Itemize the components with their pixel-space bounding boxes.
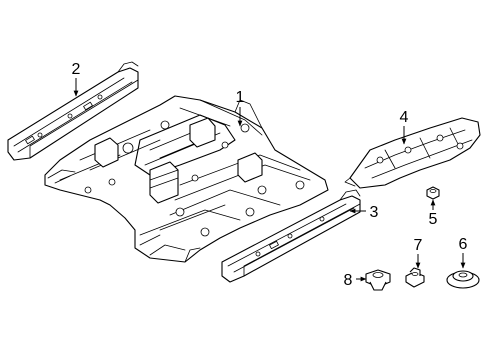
callout-6: 6 [459,236,468,269]
part-2-side-rail [7,61,139,161]
callout-8: 8 [344,272,367,289]
callout-4-label: 4 [400,109,409,126]
part-8-weld-nut [365,269,391,291]
callout-1-label: 1 [236,89,245,106]
callout-8-label: 8 [344,272,353,289]
callout-6-label: 6 [459,236,468,253]
callout-5: 5 [429,199,438,228]
callout-5-label: 5 [429,211,438,228]
callout-7: 7 [414,237,423,269]
part-1-floor-pan [44,95,329,263]
callout-7-label: 7 [414,237,423,254]
part-4-rear-floor [344,117,481,189]
part-6-grommet [446,270,480,289]
callout-2: 2 [72,61,81,97]
callout-1: 1 [236,89,245,127]
part-7-clip-nut [405,267,425,288]
part-3-side-rail [221,189,361,283]
callout-3-label: 3 [370,204,379,221]
callout-4: 4 [400,109,409,145]
part-5-nut [426,186,440,200]
callout-3: 3 [349,204,379,221]
callout-2-label: 2 [72,61,81,78]
